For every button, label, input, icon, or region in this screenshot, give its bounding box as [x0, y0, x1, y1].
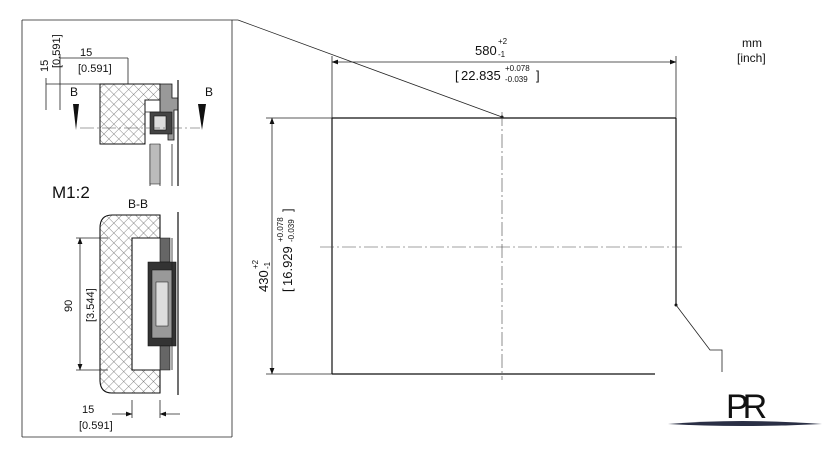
- section-label: B-B: [128, 197, 148, 211]
- svg-text:15: 15: [39, 60, 51, 72]
- cut-marker-left: B: [70, 85, 79, 130]
- width-tol-minus: -1: [498, 50, 506, 59]
- svg-text:[: [: [280, 288, 295, 292]
- section-height-dimension: 90 [3.544]: [63, 237, 108, 371]
- svg-text:[0.591]: [0.591]: [51, 34, 63, 68]
- height-in-tol-minus: -0.039: [287, 219, 296, 242]
- detail-top-dimension: 15 [0.591]: [59, 47, 129, 110]
- svg-text:]: ]: [536, 68, 540, 83]
- section-bottom-dimension: 15 [0.591]: [79, 400, 180, 432]
- svg-text:B: B: [70, 85, 78, 99]
- svg-text:90: 90: [63, 300, 75, 312]
- svg-text:[0.591]: [0.591]: [79, 420, 113, 432]
- height-tol-plus: +2: [251, 259, 260, 269]
- width-in-tol-minus: -0.039: [505, 75, 528, 84]
- height-tol-minus: -1: [263, 261, 272, 269]
- width-mm: 580: [475, 43, 497, 58]
- height-mm: 430: [256, 270, 271, 292]
- units-mm: mm: [742, 36, 762, 50]
- height-in: 16.929: [280, 246, 295, 286]
- svg-text:[3.544]: [3.544]: [85, 288, 97, 322]
- svg-text:15: 15: [82, 404, 94, 416]
- svg-text:580: 580: [475, 43, 497, 58]
- cut-marker-right: B: [198, 85, 213, 130]
- main-height-dimension: 430 +2 -1 [ 16.929 +0.078 -0.039 ]: [251, 117, 332, 375]
- company-logo: PR: [668, 388, 822, 426]
- svg-text:]: ]: [280, 208, 295, 212]
- section-bb-profile: [99, 212, 179, 395]
- svg-text:[0.591]: [0.591]: [78, 63, 112, 75]
- main-width-dimension: 580 +2 -1 [ 22.835 +0.078 -0.039 ]: [331, 37, 677, 118]
- scale-label: M1:2: [52, 183, 90, 202]
- width-in: 22.835: [461, 68, 501, 83]
- detail-side-dimension: 15 [0.591]: [39, 34, 100, 110]
- height-in-tol-plus: +0.078: [276, 217, 285, 242]
- svg-text:PR: PR: [726, 388, 766, 426]
- top-detail-profile: [80, 80, 200, 186]
- svg-text:[: [: [455, 68, 459, 83]
- width-tol-plus: +2: [498, 37, 508, 46]
- svg-text:B: B: [205, 85, 213, 99]
- width-in-tol-plus: +0.078: [505, 64, 530, 73]
- main-panel: [320, 112, 723, 380]
- svg-text:15: 15: [80, 47, 92, 59]
- units-inch: [inch]: [737, 51, 766, 65]
